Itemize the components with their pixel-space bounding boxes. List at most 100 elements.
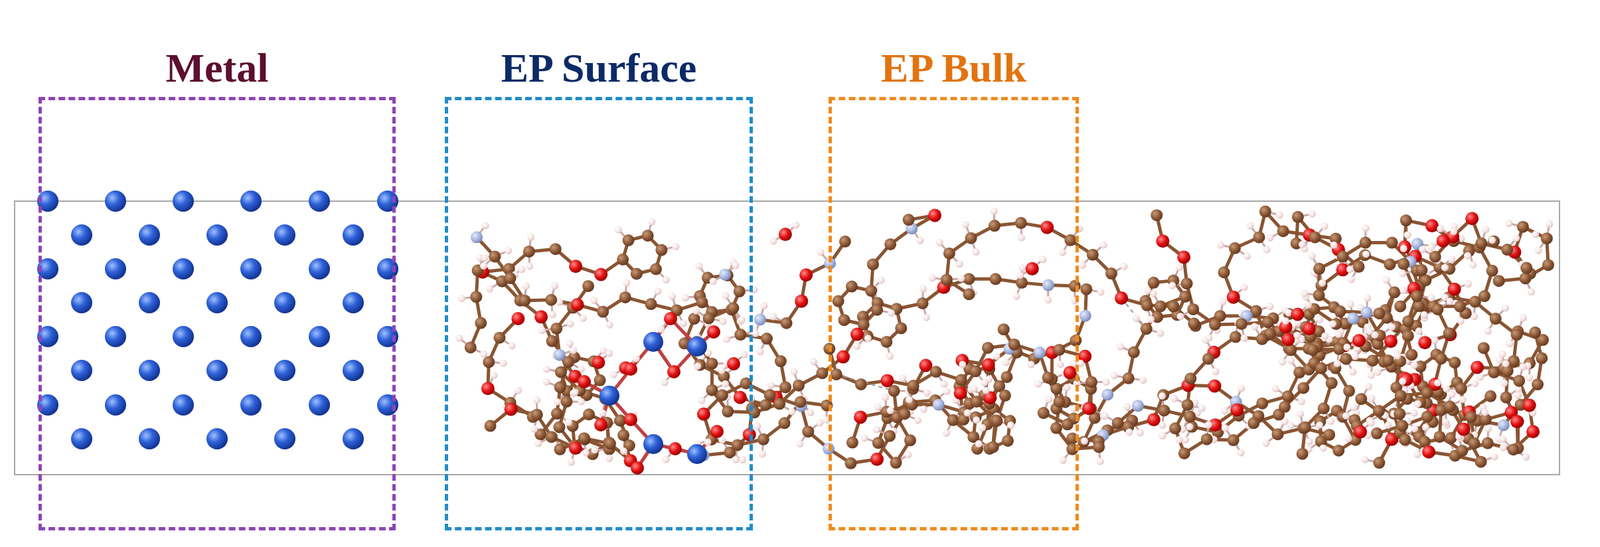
h-atom (1398, 270, 1407, 278)
metal-lattice (37, 190, 399, 450)
h-atom (543, 365, 551, 373)
atom (1421, 410, 1434, 423)
h-atom (1400, 244, 1408, 253)
atom (880, 335, 893, 348)
atom (855, 378, 868, 391)
metal-atom (138, 428, 160, 450)
atom (1510, 414, 1524, 429)
atom (969, 410, 982, 423)
h-atom (1365, 327, 1373, 336)
atom (1370, 427, 1383, 440)
h-atom (1120, 262, 1128, 271)
metal-atom (599, 385, 620, 406)
h-atom (940, 380, 948, 388)
h-atom (1219, 298, 1227, 306)
atom (553, 443, 566, 456)
h-atom (1399, 286, 1407, 295)
h-atom (1100, 240, 1108, 249)
h-atom (1315, 421, 1324, 429)
atom (1359, 248, 1371, 261)
h-atom (1382, 276, 1391, 284)
h-atom (1240, 283, 1248, 291)
h-atom (1469, 260, 1477, 269)
atom (930, 365, 943, 378)
h-atom (1422, 423, 1430, 431)
h-atom (1361, 224, 1369, 232)
h-atom (1488, 236, 1496, 244)
atom (779, 381, 792, 394)
atom (1278, 400, 1291, 413)
bulk-region: EP Bulk (828, 96, 1079, 531)
h-atom (1007, 421, 1015, 429)
h-atom (543, 378, 551, 386)
atom (1080, 283, 1093, 296)
atom (889, 456, 902, 469)
h-atom (738, 316, 746, 324)
h-atom (517, 265, 526, 273)
atom (1200, 433, 1213, 446)
metal-atom (274, 224, 296, 246)
h-atom (853, 342, 861, 350)
atom (902, 213, 915, 226)
atom (550, 322, 563, 335)
atom (1425, 219, 1439, 233)
atom (1181, 277, 1194, 290)
atom (1131, 399, 1144, 412)
h-atom (1364, 383, 1373, 391)
oxygen-atom (624, 412, 638, 427)
h-atom (1158, 392, 1166, 400)
atom (644, 298, 657, 311)
atom (1422, 445, 1436, 459)
h-atom (530, 425, 538, 433)
h-atom (1476, 373, 1484, 382)
oxygen-atom (594, 418, 608, 432)
atom (1355, 393, 1367, 405)
h-atom (1499, 435, 1507, 443)
h-atom (919, 284, 927, 293)
h-atom (1281, 317, 1290, 325)
atom (801, 425, 814, 438)
atom (1247, 416, 1260, 429)
atom (1185, 420, 1198, 433)
atom (591, 355, 605, 370)
h-atom (1018, 264, 1026, 272)
atom (1402, 329, 1415, 342)
h-atom (738, 456, 747, 464)
atom (1302, 321, 1316, 336)
h-atom (1501, 359, 1510, 368)
atom (954, 386, 968, 400)
atom (1306, 343, 1319, 356)
atom (568, 259, 583, 273)
h-atom (1410, 409, 1419, 417)
h-atom (721, 380, 729, 388)
atom (883, 430, 896, 443)
atom (1323, 428, 1336, 441)
h-atom (1158, 421, 1166, 429)
metal-atom (206, 292, 228, 314)
atom (1281, 332, 1295, 346)
h-atom (1522, 453, 1530, 461)
h-atom (480, 262, 488, 270)
h-atom (1027, 361, 1036, 369)
h-atom (769, 313, 777, 321)
metal-atom (71, 224, 93, 246)
h-atom (905, 396, 913, 404)
h-atom (1017, 233, 1026, 241)
h-atom (1016, 271, 1024, 279)
atom (617, 429, 630, 442)
h-atom (704, 438, 712, 447)
atom (1315, 362, 1328, 375)
atom (696, 296, 709, 309)
h-atom (1398, 377, 1407, 386)
metal-atom (206, 359, 228, 382)
h-atom (971, 248, 980, 256)
h-atom (982, 387, 990, 395)
h-atom (1080, 437, 1089, 445)
atom (1359, 237, 1372, 249)
atom (1481, 437, 1494, 450)
atom (1455, 382, 1468, 395)
atom (474, 317, 487, 330)
atom (1050, 422, 1063, 435)
atom (872, 436, 885, 449)
atom (1157, 389, 1170, 401)
